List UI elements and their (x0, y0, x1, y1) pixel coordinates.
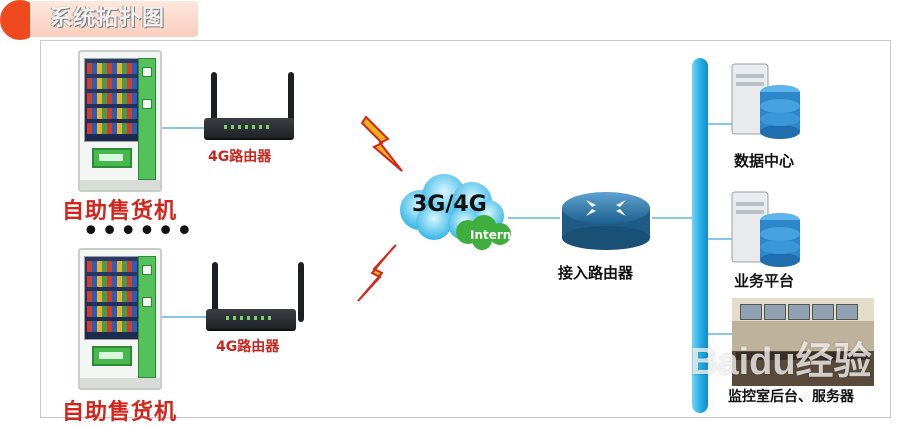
router-antenna-right (288, 72, 294, 132)
datacenter-label: 数据中心 (734, 152, 795, 170)
vending-label-top: 自助售货机 (62, 199, 178, 224)
router-label-bottom: 4G路由器 (216, 339, 280, 355)
more-devices-ellipsis: •••••• (82, 214, 195, 249)
access-router-icon (562, 192, 650, 250)
link-vm2-router2 (160, 316, 208, 318)
router-4g-bottom (206, 309, 296, 331)
server-bus (692, 58, 708, 413)
link-bus-monitor (708, 333, 736, 335)
vending-machine-bottom (78, 248, 162, 390)
wireless-signal-icon (360, 115, 403, 172)
monitoring-label: 监控室后台、服务器 (728, 389, 854, 405)
monitoring-room-photo (732, 298, 874, 386)
link-vm1-router1 (160, 127, 208, 129)
wireless-signal-icon (357, 244, 397, 302)
vending-label-bottom: 自助售货机 (62, 400, 178, 425)
link-bus-business (708, 238, 736, 240)
link-cloud-core (508, 217, 560, 219)
router-label-top: 4G路由器 (208, 149, 272, 165)
title-tab (30, 1, 198, 37)
link-core-bus (652, 217, 694, 219)
diagram-title: 系统拓扑图 (50, 6, 166, 31)
watermark: Baidu经验 (690, 341, 872, 383)
router-4g-top (204, 118, 294, 140)
link-bus-datacenter (708, 123, 736, 125)
router-antenna-left (211, 72, 217, 132)
cloud-network-icon (400, 174, 511, 250)
cloud-label: 3G/4G (412, 192, 487, 217)
router-antenna-right (298, 262, 304, 322)
internet-label: Internet (470, 228, 526, 242)
vending-machine-top (78, 50, 162, 192)
router-antenna-left (212, 262, 218, 322)
database-server-icon (731, 191, 800, 267)
business-platform-label: 业务平台 (734, 272, 795, 290)
diagram-frame (40, 40, 891, 418)
access-router-label: 接入路由器 (558, 264, 634, 282)
database-server-icon (731, 63, 800, 139)
